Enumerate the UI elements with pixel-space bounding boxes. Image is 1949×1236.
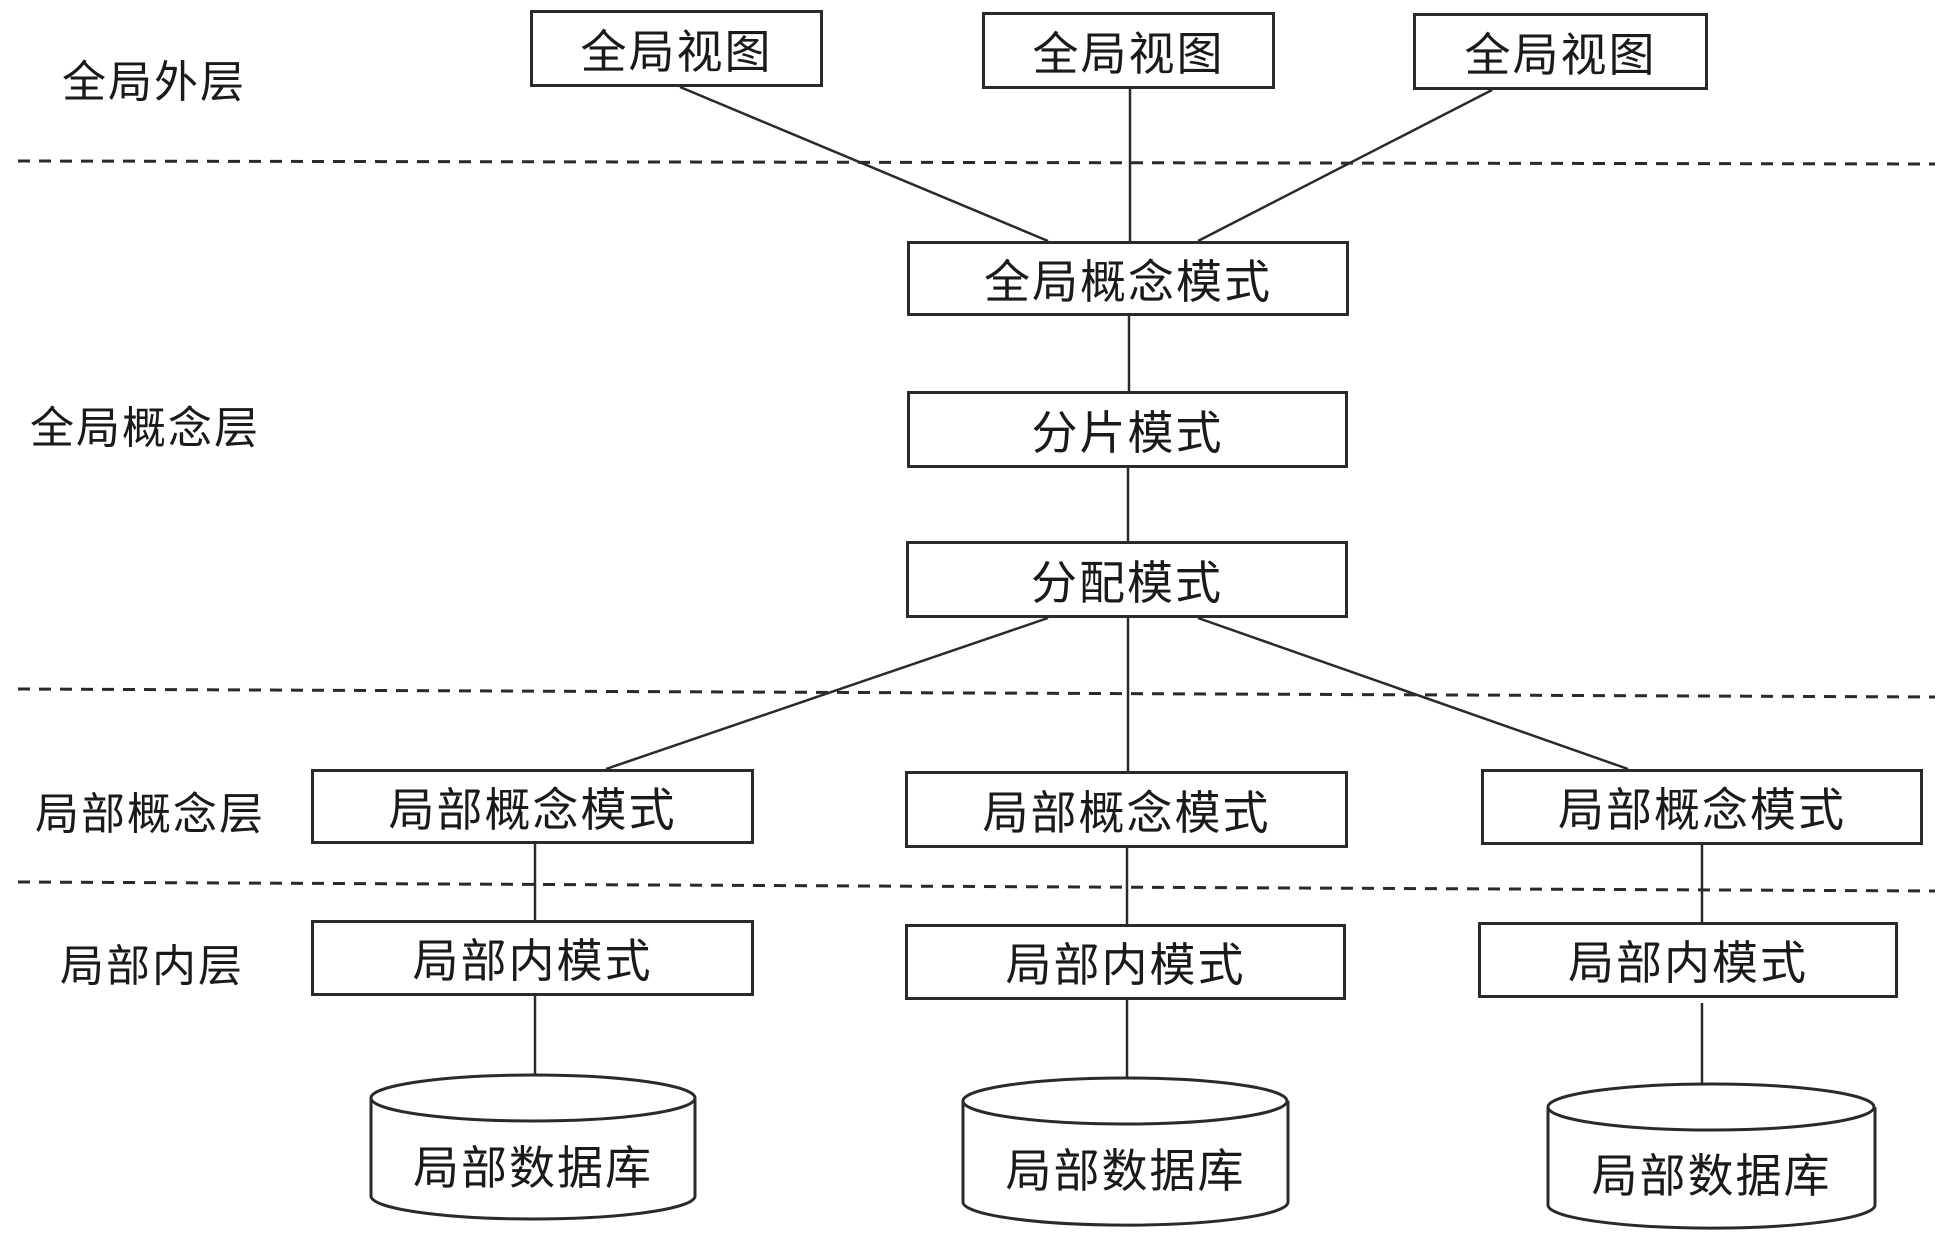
database-label-1: 局部数据库 [413,1141,653,1195]
connector-view3-global [1197,88,1493,243]
database-cylinder-3[interactable] [1546,1082,1877,1230]
connector-allocation-site1 [605,616,1049,771]
global-conceptual-schema-box[interactable]: 全局概念模式 [907,241,1349,316]
fragmentation-schema-box[interactable]: 分片模式 [907,391,1348,468]
local-internal-schema-label: 局部内模式 [1568,936,1808,990]
database-cylinder-1[interactable] [369,1073,697,1221]
layer-separator-3 [17,880,1936,893]
local-conceptual-schema-box-2[interactable]: 局部概念模式 [905,771,1348,848]
allocation-schema-label: 分配模式 [1031,555,1223,610]
database-label-2: 局部数据库 [1005,1144,1246,1198]
local-conceptual-schema-label: 局部概念模式 [982,785,1271,840]
allocation-schema-box[interactable]: 分配模式 [906,541,1348,618]
local-conceptual-schema-box-3[interactable]: 局部概念模式 [1481,769,1923,845]
database-cylinder-2[interactable] [961,1076,1290,1227]
connector-allocation-site3 [1197,616,1629,771]
layer-label-local-conceptual: 局部概念层 [35,789,265,840]
global-view-label: 全局视图 [1032,26,1225,81]
layer-label-global-conceptual: 全局概念层 [30,403,260,454]
database-label-3: 局部数据库 [1591,1149,1832,1203]
layer-label-global-external: 全局外层 [62,57,246,108]
global-view-box-2[interactable]: 全局视图 [982,12,1275,89]
local-internal-schema-box-1[interactable]: 局部内模式 [311,920,754,996]
global-view-box-1[interactable]: 全局视图 [530,10,823,87]
global-conceptual-schema-label: 全局概念模式 [984,254,1272,309]
connector-view1-global [679,85,1049,243]
global-view-box-3[interactable]: 全局视图 [1413,13,1708,90]
layer-separator-1 [17,159,1936,166]
fragmentation-schema-label: 分片模式 [1031,405,1224,460]
global-view-label: 全局视图 [580,24,773,79]
layer-label-local-internal: 局部内层 [60,941,244,992]
local-internal-schema-label: 局部内模式 [1005,938,1246,992]
local-conceptual-schema-box-1[interactable]: 局部概念模式 [311,769,754,844]
local-internal-schema-label: 局部内模式 [412,934,653,988]
local-internal-schema-box-3[interactable]: 局部内模式 [1478,922,1898,998]
layer-separator-2 [17,687,1936,699]
local-conceptual-schema-label: 局部概念模式 [1558,783,1846,837]
local-conceptual-schema-label: 局部概念模式 [388,782,677,837]
global-view-label: 全局视图 [1464,27,1657,82]
local-internal-schema-box-2[interactable]: 局部内模式 [905,924,1346,1000]
